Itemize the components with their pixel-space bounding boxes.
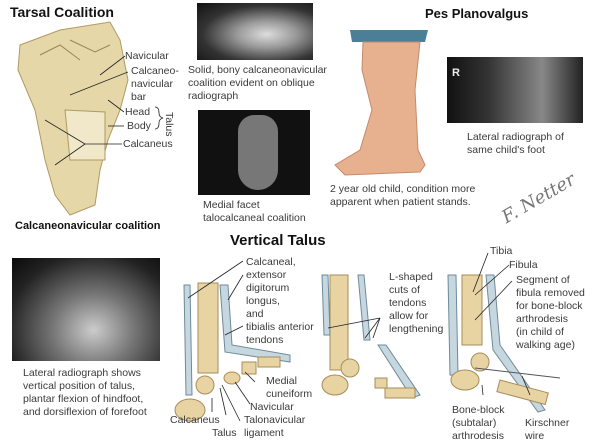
bone-block-label-line: Bone-block bbox=[452, 404, 505, 416]
vertical-talus-title: Vertical Talus bbox=[230, 232, 326, 249]
vertical-talus-diagram-2 bbox=[321, 274, 421, 399]
tendon-label-line: Calcaneal, bbox=[246, 256, 296, 268]
tendon-label-line: tendons bbox=[246, 334, 284, 346]
label-calcaneonavicular-bar-2: navicular bbox=[131, 78, 174, 90]
label-navicular-vt: Navicular bbox=[250, 401, 294, 413]
label-body: Body bbox=[127, 120, 151, 132]
segment-label-line: arthrodesis bbox=[516, 313, 568, 325]
tendon-label-line: extensor bbox=[246, 269, 287, 281]
vertical-talus-diagram-1 bbox=[174, 282, 291, 422]
label-calcaneonavicular-bar-3: bar bbox=[131, 91, 147, 103]
label-fibula: Fibula bbox=[509, 259, 538, 271]
radiograph-caption-line: vertical position of talus, bbox=[23, 380, 136, 392]
calcaneonavicular-caption: Calcaneonavicular coalition bbox=[15, 220, 161, 232]
pes-planovalgus-title: Pes Planovalgus bbox=[425, 6, 529, 21]
l-cut-label-line: cuts of bbox=[389, 284, 420, 296]
radiograph-caption-line: Lateral radiograph shows bbox=[23, 367, 141, 379]
tendon-label-line: tibialis anterior bbox=[246, 321, 314, 333]
l-cut-label-line: tendons bbox=[389, 297, 427, 309]
kirschner-wire-label: Kirschner bbox=[525, 417, 570, 429]
tendon-label-line: digitorum bbox=[246, 282, 290, 294]
vertical-talus-diagram-3 bbox=[447, 274, 561, 413]
tendon-label-line: longus, bbox=[246, 295, 280, 307]
label-talus: Talus bbox=[163, 112, 175, 137]
xray-caption-line: Solid, bony calcaneonavicular bbox=[188, 64, 327, 76]
segment-label-line: walking age) bbox=[516, 339, 575, 351]
leg-caption-line: 2 year old child, condition more bbox=[330, 183, 476, 195]
label-calcaneus: Calcaneus bbox=[123, 138, 173, 150]
vertical-talus-leader-lines bbox=[187, 252, 531, 422]
leg-caption-line: apparent when patient stands. bbox=[330, 196, 471, 208]
radiograph-caption-line: and dorsiflexion of forefoot bbox=[23, 406, 147, 418]
bone-block-label-line: arthrodesis bbox=[452, 430, 504, 442]
ct-caption-line: talocalcaneal coalition bbox=[203, 212, 306, 224]
xray-caption-line: coalition evident on oblique bbox=[188, 77, 315, 89]
label-talonavicular-ligament: Talonavicular bbox=[244, 414, 306, 426]
child-leg-illustration bbox=[334, 30, 428, 176]
l-cut-label-line: lengthening bbox=[389, 323, 444, 335]
label-navicular: Navicular bbox=[125, 50, 169, 62]
radiograph-caption-line: plantar flexion of hindfoot, bbox=[23, 393, 144, 405]
oblique-radiograph bbox=[197, 3, 313, 60]
label-head: Head bbox=[125, 106, 151, 118]
tarsal-bones-illustration bbox=[17, 21, 129, 216]
segment-label-line: Segment of bbox=[516, 274, 570, 286]
tendon-label-line: and bbox=[246, 308, 264, 320]
lateral-radiograph: R bbox=[447, 57, 583, 123]
xray-caption-line: radiograph bbox=[188, 90, 239, 102]
label-talonavicular-ligament: ligament bbox=[244, 427, 284, 439]
kirschner-wire-label: wire bbox=[525, 430, 545, 442]
ct-scan-image bbox=[198, 110, 310, 195]
bone-block-label-line: (subtalar) bbox=[452, 417, 497, 429]
label-talus-vt: Talus bbox=[212, 427, 237, 439]
segment-label-line: (in child of bbox=[516, 326, 564, 338]
ct-caption-line: Medial facet bbox=[203, 199, 260, 211]
label-tibia: Tibia bbox=[490, 245, 513, 257]
l-cut-label-line: allow for bbox=[389, 310, 429, 322]
label-calcaneus-vt: Calcaneus bbox=[170, 414, 220, 426]
segment-label-line: for bone-block bbox=[516, 300, 583, 312]
label-calcaneonavicular-bar-1: Calcaneo- bbox=[131, 65, 179, 77]
tarsal-coalition-title: Tarsal Coalition bbox=[10, 4, 114, 20]
radiograph-caption-line: same child's foot bbox=[467, 144, 545, 156]
radiograph-caption-line: Lateral radiograph of bbox=[467, 131, 564, 143]
l-cut-label-line: L-shaped bbox=[389, 271, 433, 283]
label-medial-cuneiform: Medial bbox=[266, 375, 297, 387]
tarsal-leader-lines bbox=[44, 55, 164, 166]
segment-label-line: fibula removed bbox=[516, 287, 585, 299]
vertical-talus-radiograph bbox=[12, 258, 160, 361]
radiograph-marker: R bbox=[452, 67, 460, 79]
label-medial-cuneiform: cuneiform bbox=[266, 388, 313, 400]
